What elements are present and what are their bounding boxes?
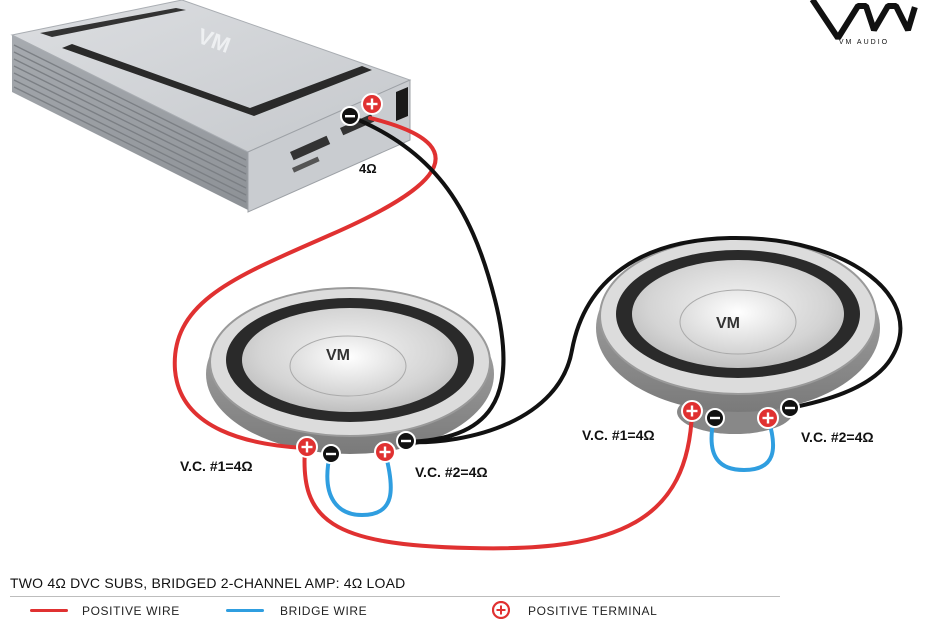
negative-wire-amp-to-sub1	[350, 115, 506, 444]
wires	[172, 115, 903, 551]
legend-divider	[10, 596, 780, 597]
sub1-dustcap	[289, 335, 407, 397]
sub2-vc1-positive-terminal	[681, 400, 703, 422]
subwoofer-1: VM	[206, 287, 494, 454]
positive-wire-swatch	[30, 609, 68, 612]
subwoofer-2: VM	[596, 237, 880, 434]
diagram-caption: TWO 4Ω DVC SUBS, BRIDGED 2-CHANNEL AMP: …	[10, 575, 406, 591]
legend-positive-wire: POSITIVE WIRE	[82, 604, 180, 618]
sub2-vc2-positive-terminal	[757, 407, 779, 429]
sub1-vc2-negative-terminal	[396, 431, 416, 451]
sub1-logo: VM	[326, 347, 350, 364]
amp-output-impedance: 4Ω	[359, 161, 377, 176]
sub2-terminals	[681, 398, 800, 429]
sub2-dustcap	[679, 289, 797, 355]
amp-rca-connectors	[290, 114, 375, 173]
vm-logo-icon	[809, 0, 918, 40]
sub1-vc2-positive-terminal	[374, 441, 396, 463]
legend-positive-terminal: POSITIVE TERMINAL	[528, 604, 658, 618]
bridge-wire-sub2	[709, 416, 776, 473]
negative-wire-sub1-to-sub2	[403, 235, 903, 445]
sub2-vc2-label: V.C. #2=4Ω	[801, 429, 874, 445]
brand-tagline: VM AUDIO	[838, 39, 890, 46]
sub2-logo: VM	[716, 315, 740, 332]
sub1-vc1-negative-terminal	[321, 444, 341, 464]
amplifier: VM 4Ω	[10, 0, 412, 213]
amp-terminals	[340, 93, 383, 126]
amp-terminal-slot	[396, 87, 408, 121]
positive-terminal-icon	[492, 601, 510, 619]
positive-wire-amp-to-sub1	[172, 116, 438, 450]
sub1-terminals	[296, 431, 416, 464]
sub1-vc1-label: V.C. #1=4Ω	[180, 458, 253, 474]
bridge-wire-sub1	[325, 450, 393, 518]
positive-wire-sub1-to-sub2	[302, 410, 694, 551]
amp-positive-terminal	[361, 93, 383, 115]
amp-negative-terminal	[340, 106, 360, 126]
sub2-vc1-label: V.C. #1=4Ω	[582, 427, 655, 443]
bridge-wire-swatch	[226, 609, 264, 612]
brand-logo: VM AUDIO	[808, 0, 920, 54]
amp-top-stripe-2	[62, 44, 372, 116]
amp-top-stripe	[40, 8, 186, 37]
sub1-vc1-positive-terminal	[296, 436, 318, 458]
legend-bridge-wire: BRIDGE WIRE	[280, 604, 368, 618]
sub2-vc2-negative-terminal	[780, 398, 800, 418]
amp-cooling-fins	[13, 44, 247, 203]
sub1-vc2-label: V.C. #2=4Ω	[415, 464, 488, 480]
sub2-vc1-negative-terminal	[705, 408, 725, 428]
